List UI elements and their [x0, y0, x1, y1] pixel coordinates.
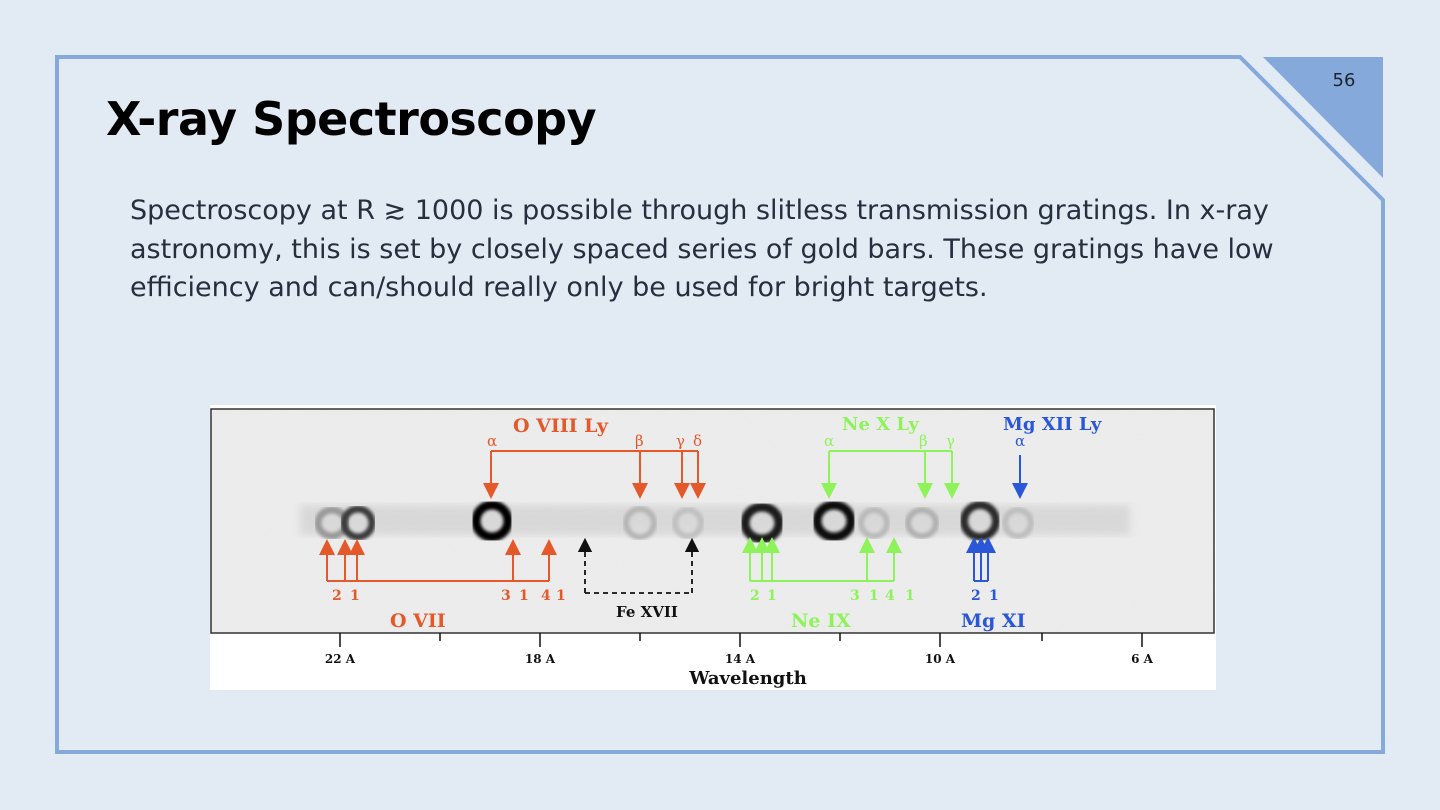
mg-xi-label: Mg XI [961, 610, 1026, 632]
slide-title: X-ray Spectroscopy [106, 92, 597, 146]
mg-xii-title: Mg XII Ly [1003, 414, 1102, 435]
ne-ix-label: Ne IX [791, 610, 851, 632]
o-vii-number: 3 [501, 588, 511, 604]
ne-ix-number: 4 [885, 588, 895, 604]
ne-x-beta: β [919, 432, 928, 450]
ne-ix-number: 1 [869, 588, 879, 604]
detector-border [210, 408, 1215, 634]
spectrum-figure: O VIII Ly α β γ δ Ne X Ly α β γ Mg XII L… [210, 405, 1216, 690]
slide-body-text: Spectroscopy at R ≳ 1000 is possible thr… [130, 195, 1274, 303]
ne-x-gamma: γ [946, 432, 955, 450]
mg-xi-number: 1 [989, 588, 999, 604]
o-viii-delta: δ [693, 432, 702, 450]
o-vii-number: 1 [350, 588, 360, 604]
mg-xi-markers [966, 537, 996, 582]
wavelength-axis [339, 633, 1143, 647]
fe-xvii-markers [577, 537, 700, 594]
o-vii-markers [319, 539, 557, 582]
o-vii-number: 2 [332, 588, 342, 604]
fe-xvii-label: Fe XVII [616, 603, 678, 621]
ne-ix-number: 2 [750, 588, 760, 604]
spectrum-image: O VIII Ly α β γ δ Ne X Ly α β γ Mg XII L… [210, 408, 1215, 689]
tick-label: 14 A [725, 652, 756, 666]
tick-label: 18 A [525, 652, 556, 666]
o-viii-beta: β [635, 432, 644, 450]
o-viii-lyman-markers [483, 450, 706, 499]
page-number: 56 [1332, 70, 1356, 91]
o-viii-title: O VIII Ly [513, 415, 609, 437]
o-vii-number: 4 [541, 588, 551, 604]
o-viii-gamma: γ [676, 432, 685, 450]
tick-label: 6 A [1131, 652, 1154, 666]
tick-label: 22 A [325, 652, 356, 666]
o-vii-number: 1 [556, 588, 566, 604]
page-corner-fold [1263, 57, 1383, 178]
tick-label: 10 A [925, 652, 956, 666]
axis-label-wavelength: Wavelength [688, 668, 807, 689]
o-viii-alpha: α [487, 432, 497, 450]
mg-xi-number: 2 [971, 588, 981, 604]
ne-ix-number: 1 [767, 588, 777, 604]
o-vii-number: 1 [519, 588, 529, 604]
mg-xii-alpha: α [1015, 432, 1025, 450]
ne-x-alpha: α [824, 432, 834, 450]
ne-ix-markers [742, 537, 902, 582]
ne-ix-number: 3 [850, 588, 860, 604]
ne-x-lyman-markers [821, 450, 960, 499]
o-vii-label: O VII [390, 610, 446, 632]
ne-x-title: Ne X Ly [842, 414, 919, 435]
ne-ix-number: 1 [905, 588, 915, 604]
slide-border [55, 55, 1385, 754]
